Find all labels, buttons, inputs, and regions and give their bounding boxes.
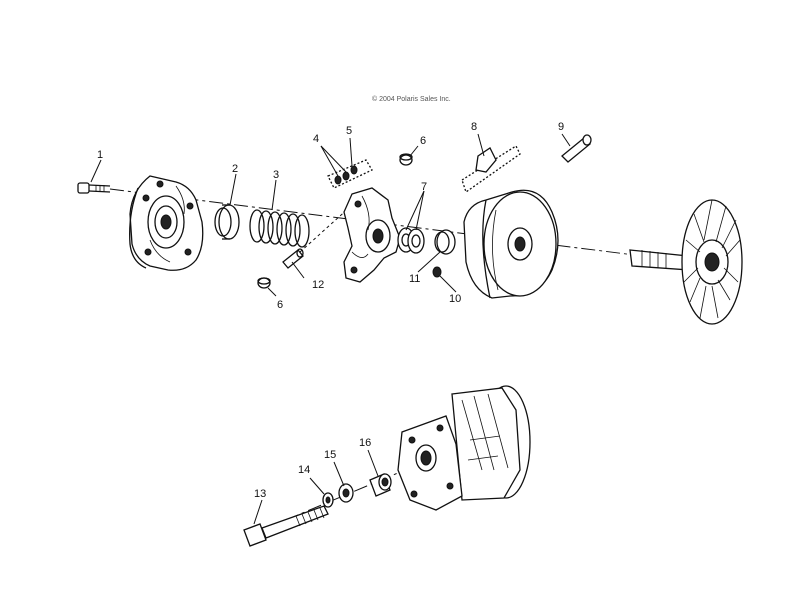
callout-16: 16 xyxy=(359,437,371,449)
part-11-bushing xyxy=(434,229,456,255)
part-10-nut xyxy=(432,266,442,278)
copyright-text: © 2004 Polaris Sales Inc. xyxy=(372,95,451,103)
callout-9: 9 xyxy=(558,121,564,133)
part-4-5-fasteners xyxy=(327,159,373,189)
callout-11: 11 xyxy=(409,273,420,285)
part-7-washers xyxy=(397,227,425,254)
spider-assembly xyxy=(343,187,401,283)
callout-7: 7 xyxy=(421,181,427,193)
callout-1: 1 xyxy=(97,149,103,161)
part-8-cam-weight xyxy=(461,145,521,194)
part-6-roller-upper xyxy=(399,153,413,166)
callout-15: 15 xyxy=(324,449,336,461)
part-3-spring xyxy=(249,209,310,248)
callout-6-upper: 6 xyxy=(420,135,426,147)
fixed-sheave xyxy=(629,199,743,325)
cover-plate xyxy=(129,175,204,271)
callout-8: 8 xyxy=(471,121,477,133)
part-16-bushing xyxy=(369,473,392,497)
part-9-bolt xyxy=(561,134,592,163)
callout-2: 2 xyxy=(232,163,238,175)
callout-12: 12 xyxy=(312,279,324,291)
part-2-bushing xyxy=(214,204,240,240)
callout-13: 13 xyxy=(254,488,266,500)
center-axis-line xyxy=(109,188,691,263)
callout-6-lower: 6 xyxy=(277,299,283,311)
callout-3: 3 xyxy=(273,169,279,181)
callout-4: 4 xyxy=(313,133,319,145)
callout-5: 5 xyxy=(346,125,352,137)
part-13-bolt xyxy=(243,505,329,547)
assembled-clutch xyxy=(397,385,531,511)
callout-14: 14 xyxy=(298,464,310,476)
part-14-washer xyxy=(322,492,334,508)
part-6-roller-lower xyxy=(257,277,271,289)
part-15-washer xyxy=(338,483,354,503)
part-12-pin xyxy=(282,248,304,269)
callout-10: 10 xyxy=(449,293,461,305)
moveable-sheave xyxy=(463,189,559,299)
part-1-bolt xyxy=(77,182,111,194)
